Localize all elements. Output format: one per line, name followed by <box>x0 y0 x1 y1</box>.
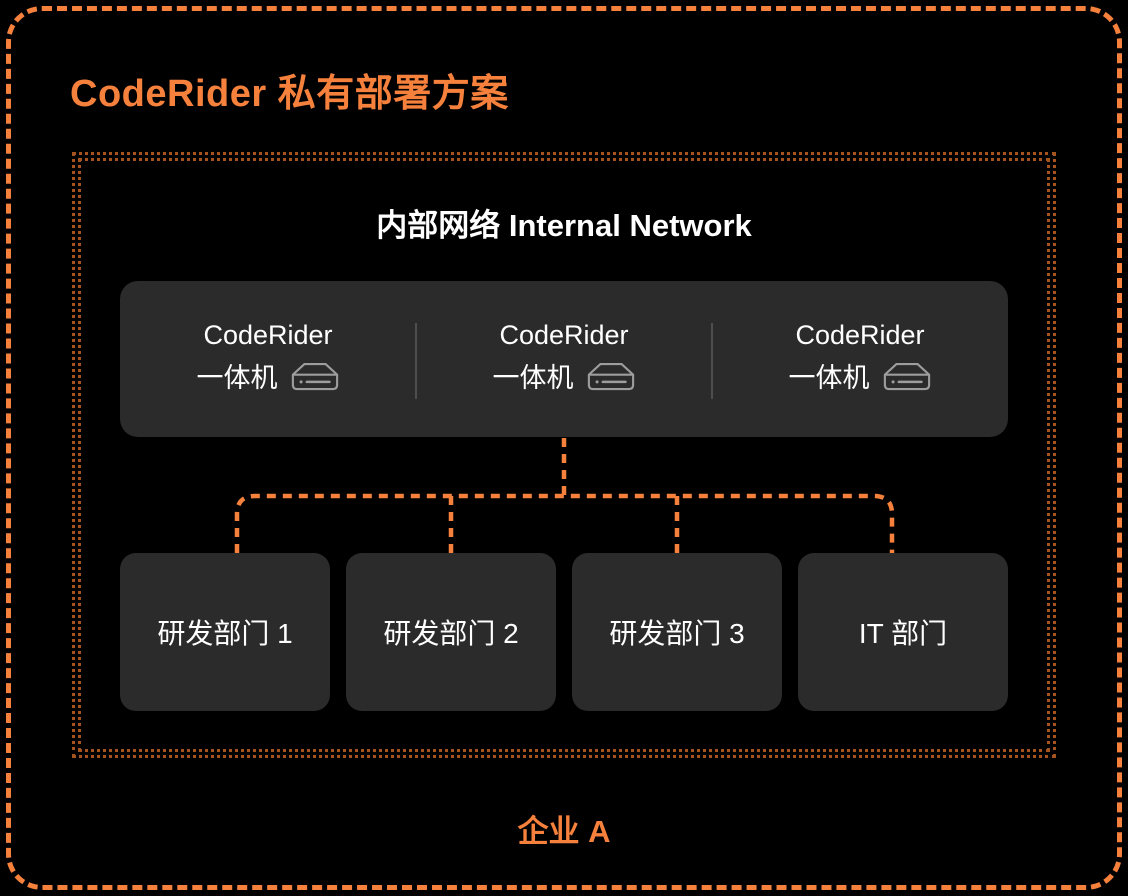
internal-network-title: 内部网络 Internal Network <box>376 208 752 243</box>
appliance-node-3: CodeRider 一体机 <box>711 281 1008 437</box>
server-appliance-icon <box>290 361 340 396</box>
department-box-rd1: 研发部门 1 <box>120 553 330 711</box>
department-box-rd3: 研发部门 3 <box>572 553 782 711</box>
appliance-type: 一体机 <box>492 363 574 393</box>
server-appliance-icon <box>882 361 932 396</box>
appliance-name: CodeRider <box>499 320 629 350</box>
enterprise-boundary-box <box>72 152 1056 758</box>
appliance-type: 一体机 <box>788 363 870 393</box>
department-box-rd2: 研发部门 2 <box>346 553 556 711</box>
appliance-node-1: CodeRider 一体机 <box>120 281 416 437</box>
server-appliance-icon <box>586 361 636 396</box>
enterprise-label: 企业 A <box>517 814 611 849</box>
appliance-name: CodeRider <box>203 320 333 350</box>
department-box-it: IT 部门 <box>798 553 1008 711</box>
appliance-name: CodeRider <box>795 320 925 350</box>
department-label: 研发部门 2 <box>383 618 519 649</box>
appliance-node-2: CodeRider 一体机 <box>415 281 712 437</box>
page-title: CodeRider 私有部署方案 <box>70 73 509 115</box>
department-label: IT 部门 <box>858 618 948 649</box>
department-label: 研发部门 3 <box>609 618 745 649</box>
server-cluster-panel: CodeRider 一体机 CodeRider 一体机 <box>120 281 1008 437</box>
appliance-type: 一体机 <box>196 363 278 393</box>
department-label: 研发部门 1 <box>157 618 293 649</box>
